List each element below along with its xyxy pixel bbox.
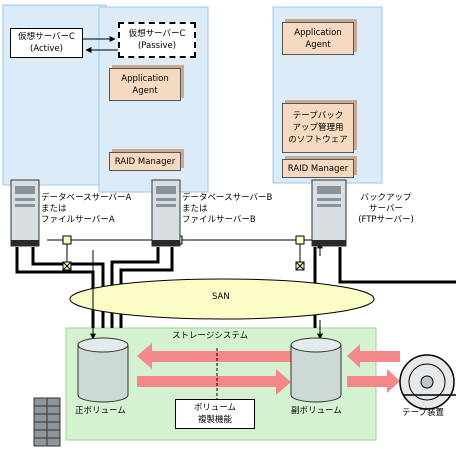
vm-links	[83, 36, 118, 53]
tape-reel-icon	[399, 354, 456, 410]
db-server-a-label: データベースサーバーA または ファイルサーバーA	[41, 193, 131, 226]
virtual-server-active: 仮想サーバーC (Active)	[10, 28, 83, 58]
server-tower-icon	[151, 179, 181, 247]
vm-passive-line1: 仮想サーバーC	[128, 29, 186, 39]
replication-line2: 複製機能	[197, 415, 232, 425]
storage-system-label: ストレージシステム	[172, 331, 249, 341]
virtual-server-passive: 仮想サーバーC (Passive)	[118, 22, 196, 58]
tape-software-box: テープバック アップ管理用 のソフトウェア	[282, 103, 354, 153]
raid-manager-box: RAID Manager	[109, 152, 181, 171]
vm-active-line1: 仮想サーバーC	[18, 32, 75, 42]
db-server-a-line1: データベースサーバーA	[41, 193, 132, 203]
replication-function-box: ボリューム 複製機能	[175, 399, 255, 429]
primary-volume-label: 正ボリューム	[75, 406, 126, 416]
server-tower-icon	[10, 179, 40, 247]
server-tower-icon	[311, 179, 347, 247]
tape-device-label: テープ装置	[402, 408, 444, 418]
raid-manager-2-label: RAID Manager	[287, 163, 349, 174]
app-agent-1-line1: Application	[121, 73, 169, 84]
app-agent-1-line2: Agent	[132, 85, 158, 96]
application-agent-box: Application Agent	[282, 22, 354, 55]
san-ellipse	[69, 278, 375, 320]
tape-software-line2: アップ管理用	[292, 123, 344, 133]
app-agent-2-line2: Agent	[305, 39, 331, 50]
replication-line1: ボリューム	[193, 403, 237, 413]
vm-passive-line2: (Passive)	[137, 41, 177, 51]
storage-rack-icon	[33, 397, 61, 447]
disk-cylinder-icon	[290, 337, 342, 403]
app-agent-2-line1: Application	[294, 27, 342, 38]
backup-server-line3: (FTPサーバー)	[358, 215, 414, 225]
tape-software-line3: のソフトウェア	[288, 135, 348, 145]
tape-software-line1: テープバック	[292, 111, 344, 121]
db-server-b-line3: ファイルサーバーB	[182, 215, 256, 225]
db-server-b-line2: または	[182, 204, 208, 214]
raid-manager-box: RAID Manager	[282, 159, 354, 178]
db-server-b-line1: データベースサーバーB	[182, 193, 273, 203]
secondary-volume-label: 副ボリューム	[291, 406, 342, 416]
raid-manager-1-label: RAID Manager	[114, 156, 176, 167]
backup-server-label: バックアップ サーバー (FTPサーバー)	[346, 193, 426, 226]
replication-arrows	[137, 343, 400, 395]
san-label: SAN	[212, 292, 230, 302]
application-agent-box: Application Agent	[109, 68, 181, 101]
db-server-a-line2: または	[41, 204, 67, 214]
disk-cylinder-icon	[77, 337, 129, 403]
db-server-b-label: データベースサーバーB または ファイルサーバーB	[182, 193, 272, 226]
vm-active-line2: (Active)	[30, 44, 63, 54]
backup-server-line2: サーバー	[369, 204, 403, 214]
db-server-a-line3: ファイルサーバーA	[41, 215, 115, 225]
backup-server-line1: バックアップ	[360, 193, 412, 203]
